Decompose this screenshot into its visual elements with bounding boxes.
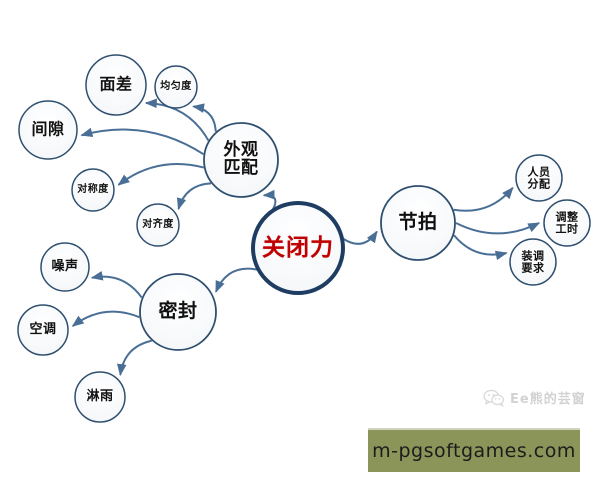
node-circle-surface-gap[interactable] [85,54,147,116]
edge-sealing-to-noise [90,271,143,299]
node-circle-sealing[interactable] [139,273,217,351]
edge-appearance-to-alignment [176,182,212,211]
node-circle-takt[interactable] [380,185,456,261]
node-circle-rain-test[interactable] [74,371,126,423]
url-banner-text: m-pgsoftgames.com [372,440,576,462]
watermark-text: Ee熊的芸窗 [510,392,586,407]
node-circle-assy-req[interactable] [509,238,557,286]
node-circle-work-hours[interactable] [543,199,591,247]
edge-appearance-to-surface-gap [144,98,210,141]
node-circle-symmetry[interactable] [71,168,115,212]
node-circle-uniformity[interactable] [154,65,198,109]
edge-center-to-takt [342,230,378,245]
edge-center-to-sealing [215,267,258,293]
wechat-watermark: Ee熊的芸窗 [483,388,586,407]
edge-takt-to-staffing [453,186,514,212]
node-circle-noise[interactable] [40,242,90,292]
edge-takt-to-work-hours [455,222,541,235]
edge-appearance-to-gap [80,127,204,156]
edge-appearance-to-uniformity [192,103,217,132]
node-circle-alignment[interactable] [136,203,180,247]
edge-sealing-to-air-con [71,310,140,327]
url-banner: m-pgsoftgames.com [368,428,580,472]
node-circle-air-con[interactable] [17,304,69,356]
edge-layer [71,98,541,377]
node-circle-staffing[interactable] [515,154,563,202]
edge-appearance-to-symmetry [117,163,205,186]
node-circle-center[interactable] [251,201,345,295]
node-layer [17,54,591,423]
edge-sealing-to-rain-test [116,339,152,377]
node-circle-appearance[interactable] [203,122,279,198]
edge-takt-to-assy-req [453,234,508,261]
edge-center-to-appearance [262,189,277,210]
node-circle-gap[interactable] [18,100,78,160]
wechat-icon [483,389,505,407]
